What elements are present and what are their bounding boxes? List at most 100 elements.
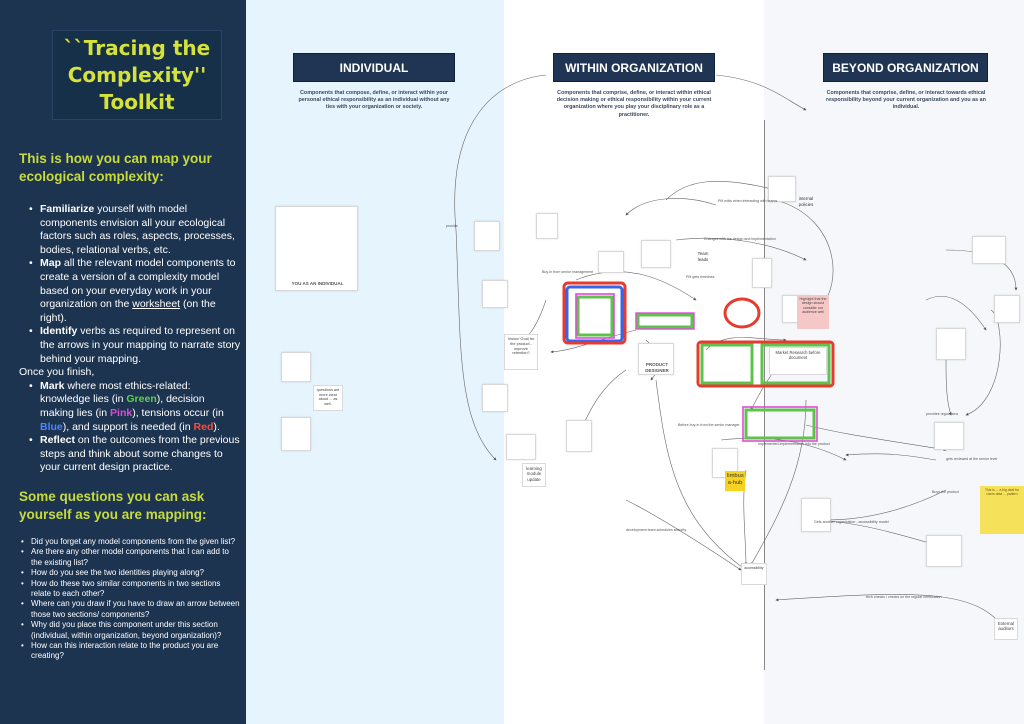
questions-note: questions are more clear about ... as we… xyxy=(313,385,343,411)
section-header-within: WITHIN ORGANIZATION xyxy=(553,53,715,82)
beyond-node-card xyxy=(926,535,962,567)
blue-tension-marker xyxy=(565,285,624,343)
yellow-sticky-note: This is ... a big deal for users data ..… xyxy=(980,486,1024,534)
individual-node-card xyxy=(281,352,311,382)
connector-arrow xyxy=(715,74,807,111)
zone-divider xyxy=(764,120,765,670)
buys-product-label: Buys the product xyxy=(932,490,959,494)
map-heading: This is how you can map your ecological … xyxy=(19,151,212,184)
section-header-beyond: BEYOND ORGANIZATION xyxy=(823,53,988,82)
connector-arrow xyxy=(750,399,807,566)
implementation-label: implemented implementation into the prod… xyxy=(758,442,830,446)
worksheet-canvas: INDIVIDUAL WITHIN ORGANIZATION BEYOND OR… xyxy=(246,0,1024,724)
section-desc-within: Components that comprise, define, or int… xyxy=(556,90,712,118)
changes-label: Changes with the design and implementati… xyxy=(704,237,776,241)
steps-list: Familiarize yourself with model componen… xyxy=(19,203,241,475)
connector-arrow xyxy=(925,295,987,331)
worksheet-link[interactable]: worksheet xyxy=(132,298,181,311)
within-node-card xyxy=(506,434,536,460)
pink-decision-marker xyxy=(575,293,615,339)
external-auditors-note: External auditors xyxy=(994,618,1018,640)
connector-layer: ... xyxy=(318,74,1018,631)
green-knowledge-marker xyxy=(700,343,754,385)
question-item: Did you forget any model components from… xyxy=(19,537,241,548)
provide-label: provide xyxy=(446,224,458,228)
eng-review-label: gets reviewed at the senior level xyxy=(946,457,998,461)
step-familiarize: Familiarize yourself with model componen… xyxy=(19,203,241,257)
question-item: How can this interaction relate to the p… xyxy=(19,641,241,662)
you-as-individual-card: YOU AS AN INDIVIDUAL xyxy=(275,206,358,291)
beyond-node-card xyxy=(936,328,966,360)
pm-timelines-label: PM gets timelines xyxy=(686,275,715,279)
provides-regulations-label: provides regulations xyxy=(926,412,959,416)
within-node-card xyxy=(566,420,592,452)
step-map: Map all the relevant model components to… xyxy=(19,257,241,325)
beyond-node-card xyxy=(972,236,1006,264)
question-item: Where can you draw if you have to draw a… xyxy=(19,599,241,620)
limbus-sticky-note: limbus a-hub xyxy=(725,471,745,491)
connector-arrow xyxy=(675,237,807,261)
within-node-card xyxy=(768,176,796,202)
sidebar: ``Tracing the Complexity'' Toolkit This … xyxy=(0,0,246,724)
within-node-card xyxy=(482,280,508,308)
green-knowledge-marker xyxy=(636,313,694,329)
buy-in-label: Buy-in from senior management xyxy=(542,270,594,274)
vision-goal-note: Vision/ Goal for the product - improve r… xyxy=(504,334,538,370)
beyond-node-card xyxy=(994,295,1020,323)
step-mark: Mark where most ethics-related: knowledg… xyxy=(19,380,241,434)
before-buy-in-label: Before buy-in from the senior manager xyxy=(678,423,740,427)
beyond-node-card xyxy=(934,422,964,450)
question-item: How do these two similar components in t… xyxy=(19,579,241,600)
connector-arrow xyxy=(665,181,777,201)
within-node-card xyxy=(598,251,624,273)
connector-arrow xyxy=(454,74,547,461)
within-node-card xyxy=(752,258,772,288)
toolkit-title: ``Tracing the Complexity'' Toolkit xyxy=(63,35,211,114)
product-designer-label: PRODUCT DESIGNER xyxy=(645,362,669,373)
red-support-marker xyxy=(723,297,761,329)
connector-arrow xyxy=(625,198,717,216)
you-as-individual-label: YOU AS AN INDIVIDUAL xyxy=(291,280,344,286)
section-desc-beyond: Components that comprise, define, or int… xyxy=(826,90,986,111)
another-org-label: Gets another organization - accessibilit… xyxy=(814,520,889,524)
connector-arrow xyxy=(825,489,947,522)
toolkit-title-box: ``Tracing the Complexity'' Toolkit xyxy=(52,30,222,120)
within-node-card xyxy=(474,221,500,251)
connector-arrow xyxy=(805,424,947,452)
connector-arrow xyxy=(775,594,1007,631)
within-node-card xyxy=(536,213,558,239)
question-item: Are there any other model components tha… xyxy=(19,547,241,568)
green-knowledge-marker xyxy=(760,343,831,385)
red-support-marker xyxy=(696,340,835,388)
red-support-marker xyxy=(562,281,627,345)
pink-sticky-note: Highlight that the design should conside… xyxy=(797,295,829,329)
within-organization-zone xyxy=(504,0,764,724)
connector-arrow xyxy=(845,453,937,461)
step-reflect: Reflect on the outcomes from the previou… xyxy=(19,434,241,475)
development-label: development team schedules security xyxy=(626,528,687,532)
section-desc-individual: Components that compose, define, or inte… xyxy=(298,90,450,111)
connector-arrow xyxy=(655,379,747,571)
section-header-individual: INDIVIDUAL xyxy=(293,53,455,82)
connector-arrow xyxy=(945,359,952,416)
question-item: Why did you place this component under t… xyxy=(19,620,241,641)
green-knowledge-marker xyxy=(576,295,614,337)
green-knowledge-marker xyxy=(744,408,816,440)
connector-arrow xyxy=(625,499,742,571)
pm-edits-label: PM edits when interacting with teams xyxy=(718,199,778,203)
pink-decision-marker xyxy=(635,312,695,330)
product-designer-card: PRODUCT DESIGNER xyxy=(638,343,674,375)
once-finished-text: Once you finish, xyxy=(19,366,95,379)
learning-module-note: learning module update xyxy=(522,463,546,487)
accessibility-note: accessibility xyxy=(741,563,767,585)
market-research-note: Market Research before document xyxy=(769,347,827,375)
individual-node-card xyxy=(281,417,311,451)
pink-decision-marker xyxy=(742,406,818,442)
internal-policies-label: internal policies xyxy=(798,196,814,207)
step-identify: Identify verbs as required to represent … xyxy=(19,325,241,366)
team-leads-label: Team leads xyxy=(697,251,709,262)
questions-list: Did you forget any model components from… xyxy=(19,537,241,662)
question-item: How do you see the two identities playin… xyxy=(19,568,241,579)
connector-arrow xyxy=(575,271,697,301)
